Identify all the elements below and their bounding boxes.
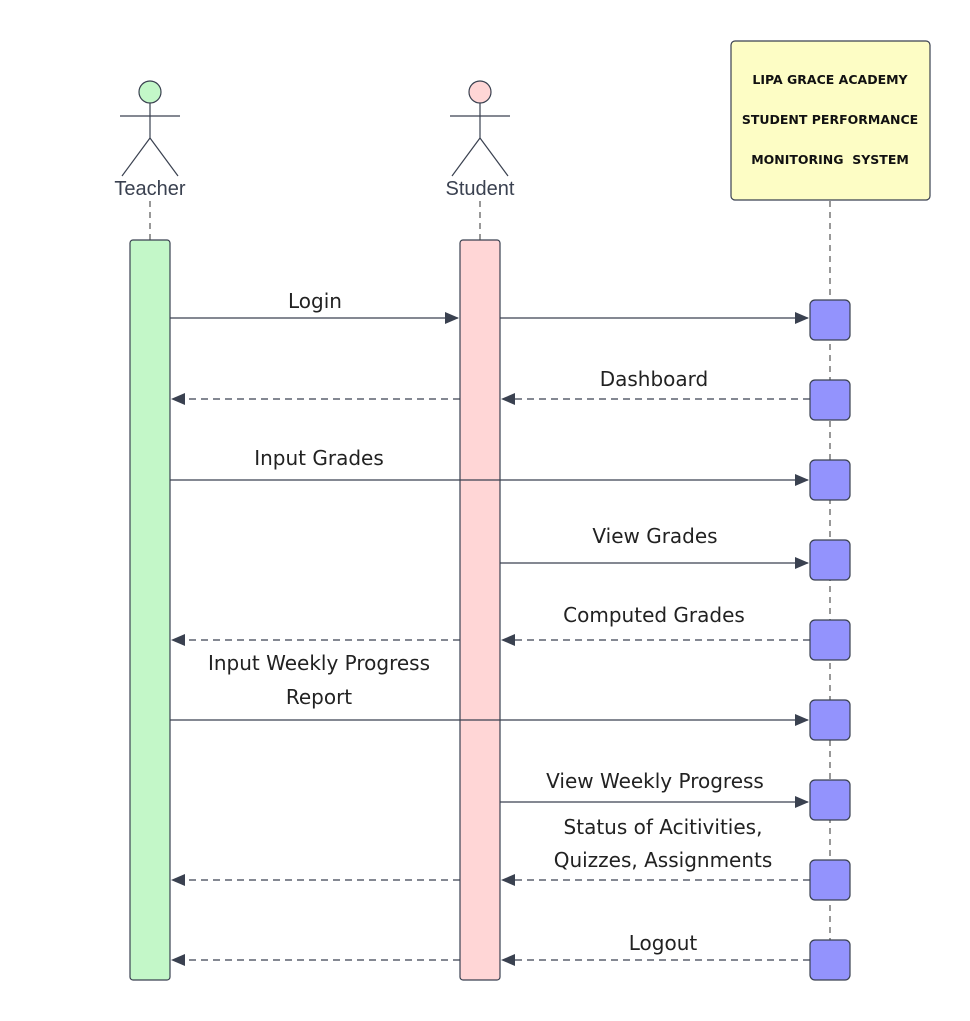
system-activations xyxy=(809,299,851,981)
system-box xyxy=(730,40,931,201)
system-participant: LIPA GRACE ACADEMY STUDENT PERFORMANCE M… xyxy=(730,40,931,201)
teacher-actor: Teacher xyxy=(114,80,186,200)
system-title-line-2: STUDENT PERFORMANCE xyxy=(742,112,918,127)
message-arrows xyxy=(170,312,810,966)
status-label-line-1: Status of Acitivities, xyxy=(564,815,763,839)
system-activation-block xyxy=(809,699,851,741)
dashboard-label: Dashboard xyxy=(600,367,709,391)
student-actor: Student xyxy=(446,80,515,200)
system-activation-block xyxy=(809,539,851,581)
system-activation-block xyxy=(809,299,851,341)
input-weekly-progress-label-line-1: Input Weekly Progress xyxy=(208,651,430,675)
student-actor-leg-left xyxy=(451,137,481,177)
student-label: Student xyxy=(446,178,515,200)
teacher-activation-bar xyxy=(129,239,171,981)
student-actor-leg-right xyxy=(479,137,509,177)
login-label: Login xyxy=(288,289,342,313)
logout-label: Logout xyxy=(629,931,698,955)
message-labels: Login Dashboard Input Grades View Grades… xyxy=(208,289,772,955)
system-title-line-1: LIPA GRACE ACADEMY xyxy=(752,72,908,87)
status-label-line-2: Quizzes, Assignments xyxy=(554,848,773,872)
system-activation-block xyxy=(809,379,851,421)
teacher-actor-leg-left xyxy=(121,137,151,177)
teacher-actor-head xyxy=(138,80,162,104)
system-title-line-3: MONITORING SYSTEM xyxy=(751,152,909,167)
system-activation-block xyxy=(809,939,851,981)
system-activation-block xyxy=(809,619,851,661)
view-weekly-progress-label: View Weekly Progress xyxy=(546,769,764,793)
system-activation-block xyxy=(809,779,851,821)
teacher-actor-leg-right xyxy=(149,137,179,177)
view-grades-label: View Grades xyxy=(592,524,717,548)
computed-grades-label: Computed Grades xyxy=(563,603,745,627)
system-activation-block xyxy=(809,859,851,901)
student-actor-head xyxy=(468,80,492,104)
teacher-label: Teacher xyxy=(114,178,185,200)
input-grades-label: Input Grades xyxy=(254,446,384,470)
student-activation-bar xyxy=(459,239,501,981)
system-activation-block xyxy=(809,459,851,501)
input-weekly-progress-label-line-2: Report xyxy=(286,685,352,709)
